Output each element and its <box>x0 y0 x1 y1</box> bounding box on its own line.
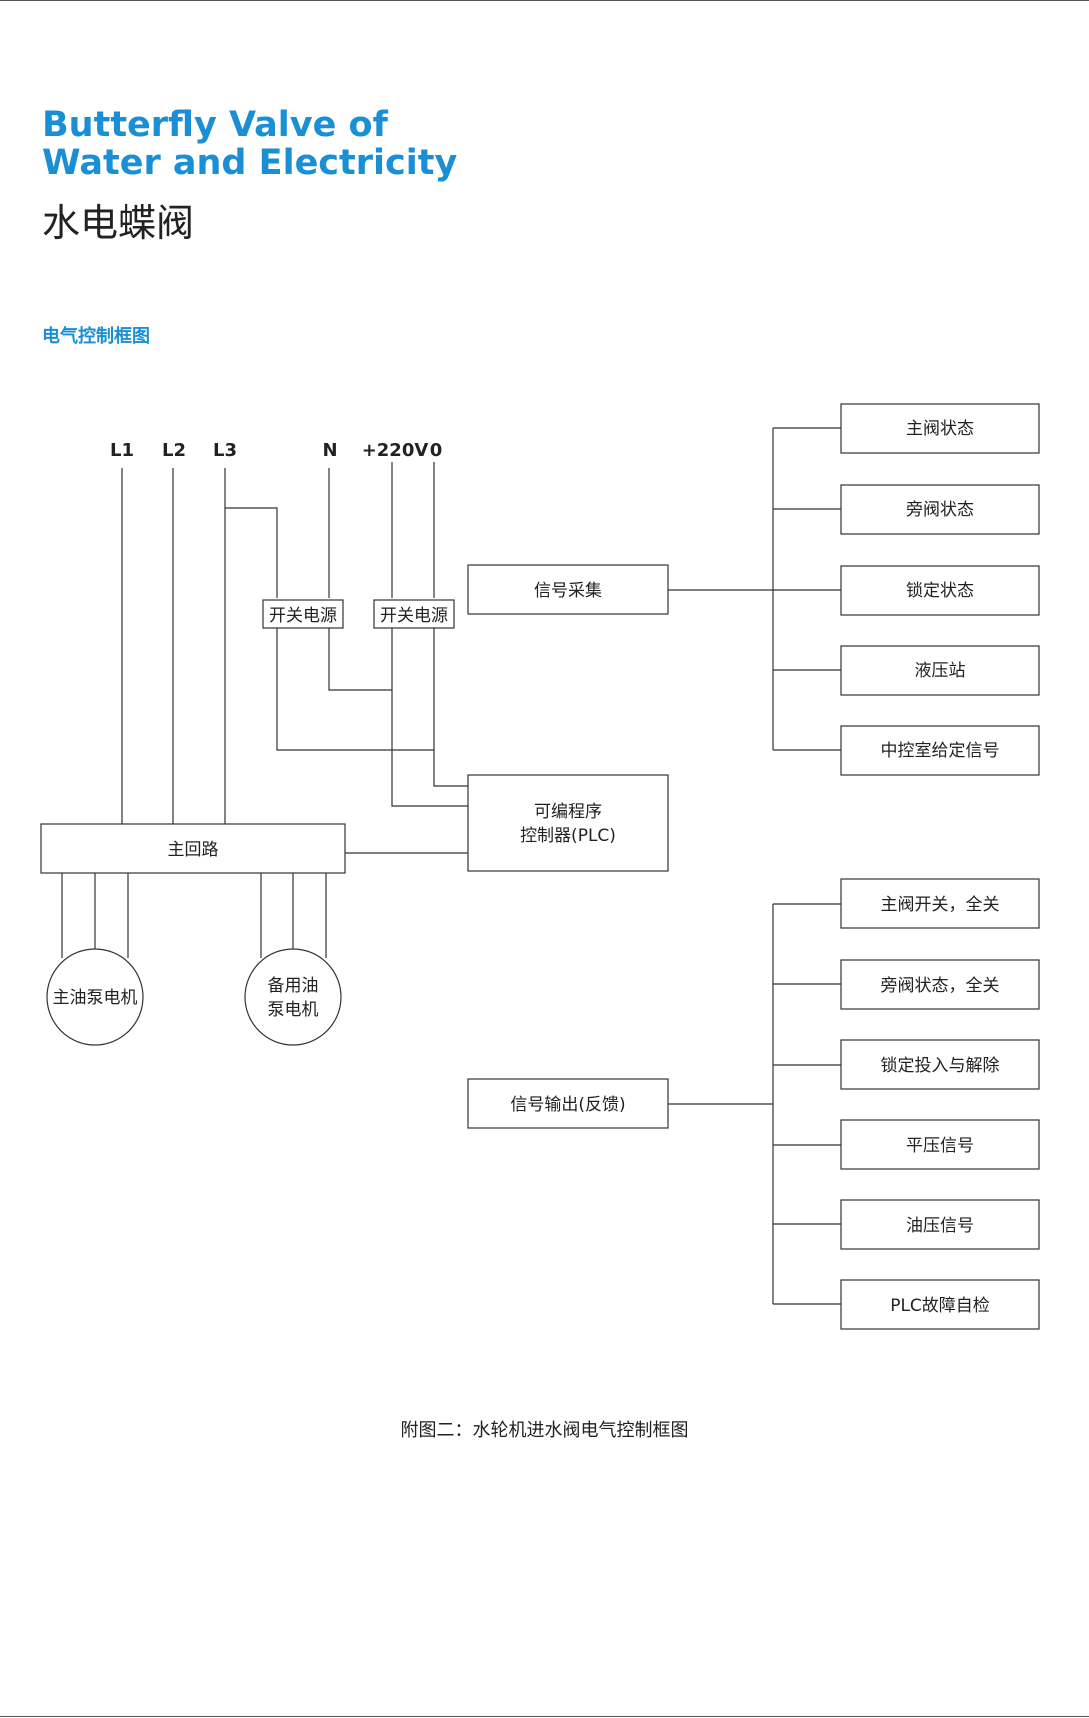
output-label-1: 主阀开关，全关 <box>881 895 1000 915</box>
output-box-1 <box>840 878 1040 929</box>
output-label-2: 旁阀状态，全关 <box>881 976 1000 996</box>
top-rule <box>0 0 1089 1</box>
output-box-5 <box>840 1199 1040 1250</box>
output-label-4: 平压信号 <box>906 1136 974 1156</box>
output-label-5: 油压信号 <box>906 1216 974 1236</box>
wire-sp1-right <box>328 628 392 691</box>
output-box-6 <box>840 1279 1040 1330</box>
input-label-2: 旁阀状态 <box>906 500 974 520</box>
title-chinese: 水电蝶阀 <box>42 201 195 245</box>
title-english-line1: Butterfly Valve of <box>42 105 388 145</box>
plc-label-line2: 控制器(PLC) <box>520 826 616 846</box>
terminal-l3: L3 <box>213 440 237 461</box>
output-box-3 <box>840 1039 1040 1090</box>
output-box-4 <box>840 1119 1040 1170</box>
terminal-220v: +220V <box>362 440 429 461</box>
main-pump-motor-label: 主油泵电机 <box>53 988 138 1008</box>
switch-power-1-label: 开关电源 <box>269 606 337 626</box>
backup-pump-label-line2: 泵电机 <box>268 1000 319 1020</box>
terminal-l1: L1 <box>110 440 134 461</box>
switch-power-2-label: 开关电源 <box>380 606 448 626</box>
input-label-5: 中控室给定信号 <box>881 741 1000 761</box>
switch-power-2-box <box>373 599 455 629</box>
wire-sp1-left <box>276 628 434 751</box>
signal-output-label: 信号输出(反馈) <box>510 1095 625 1115</box>
bottom-rule <box>0 1716 1089 1717</box>
switch-power-1-box <box>262 599 344 629</box>
input-label-4: 液压站 <box>915 661 966 681</box>
main-pump-motor-circle <box>46 948 144 1046</box>
input-box-2 <box>840 484 1040 535</box>
terminal-zero: 0 <box>430 440 443 461</box>
section-label: 电气控制框图 <box>42 326 150 347</box>
output-label-6: PLC故障自检 <box>890 1296 990 1316</box>
main-circuit-box <box>40 823 346 874</box>
wire-sp2-right <box>433 628 468 787</box>
backup-pump-label-line1: 备用油 <box>268 976 319 996</box>
terminal-n: N <box>322 440 337 461</box>
input-label-3: 锁定状态 <box>906 581 974 601</box>
input-box-4 <box>840 645 1040 696</box>
title-english: Butterfly Valve of Water and Electricity <box>42 106 457 182</box>
output-box-2 <box>840 959 1040 1010</box>
terminal-l2: L2 <box>162 440 186 461</box>
input-box-5 <box>840 725 1040 776</box>
input-box-1 <box>840 403 1040 454</box>
main-circuit-label: 主回路 <box>168 840 219 860</box>
signal-acquisition-label: 信号采集 <box>534 581 602 601</box>
backup-pump-motor-circle <box>244 948 342 1046</box>
plc-label-line1: 可编程序 <box>534 802 602 822</box>
wire-l3-tap <box>225 507 278 598</box>
plc-box <box>467 774 669 872</box>
title-english-line2: Water and Electricity <box>42 143 458 183</box>
figure-caption: 附图二：水轮机进水阀电气控制框图 <box>400 1420 689 1441</box>
output-label-3: 锁定投入与解除 <box>881 1056 1000 1076</box>
input-label-1: 主阀状态 <box>906 419 974 439</box>
wire-sp2-left <box>391 628 468 807</box>
input-box-3 <box>840 565 1040 616</box>
